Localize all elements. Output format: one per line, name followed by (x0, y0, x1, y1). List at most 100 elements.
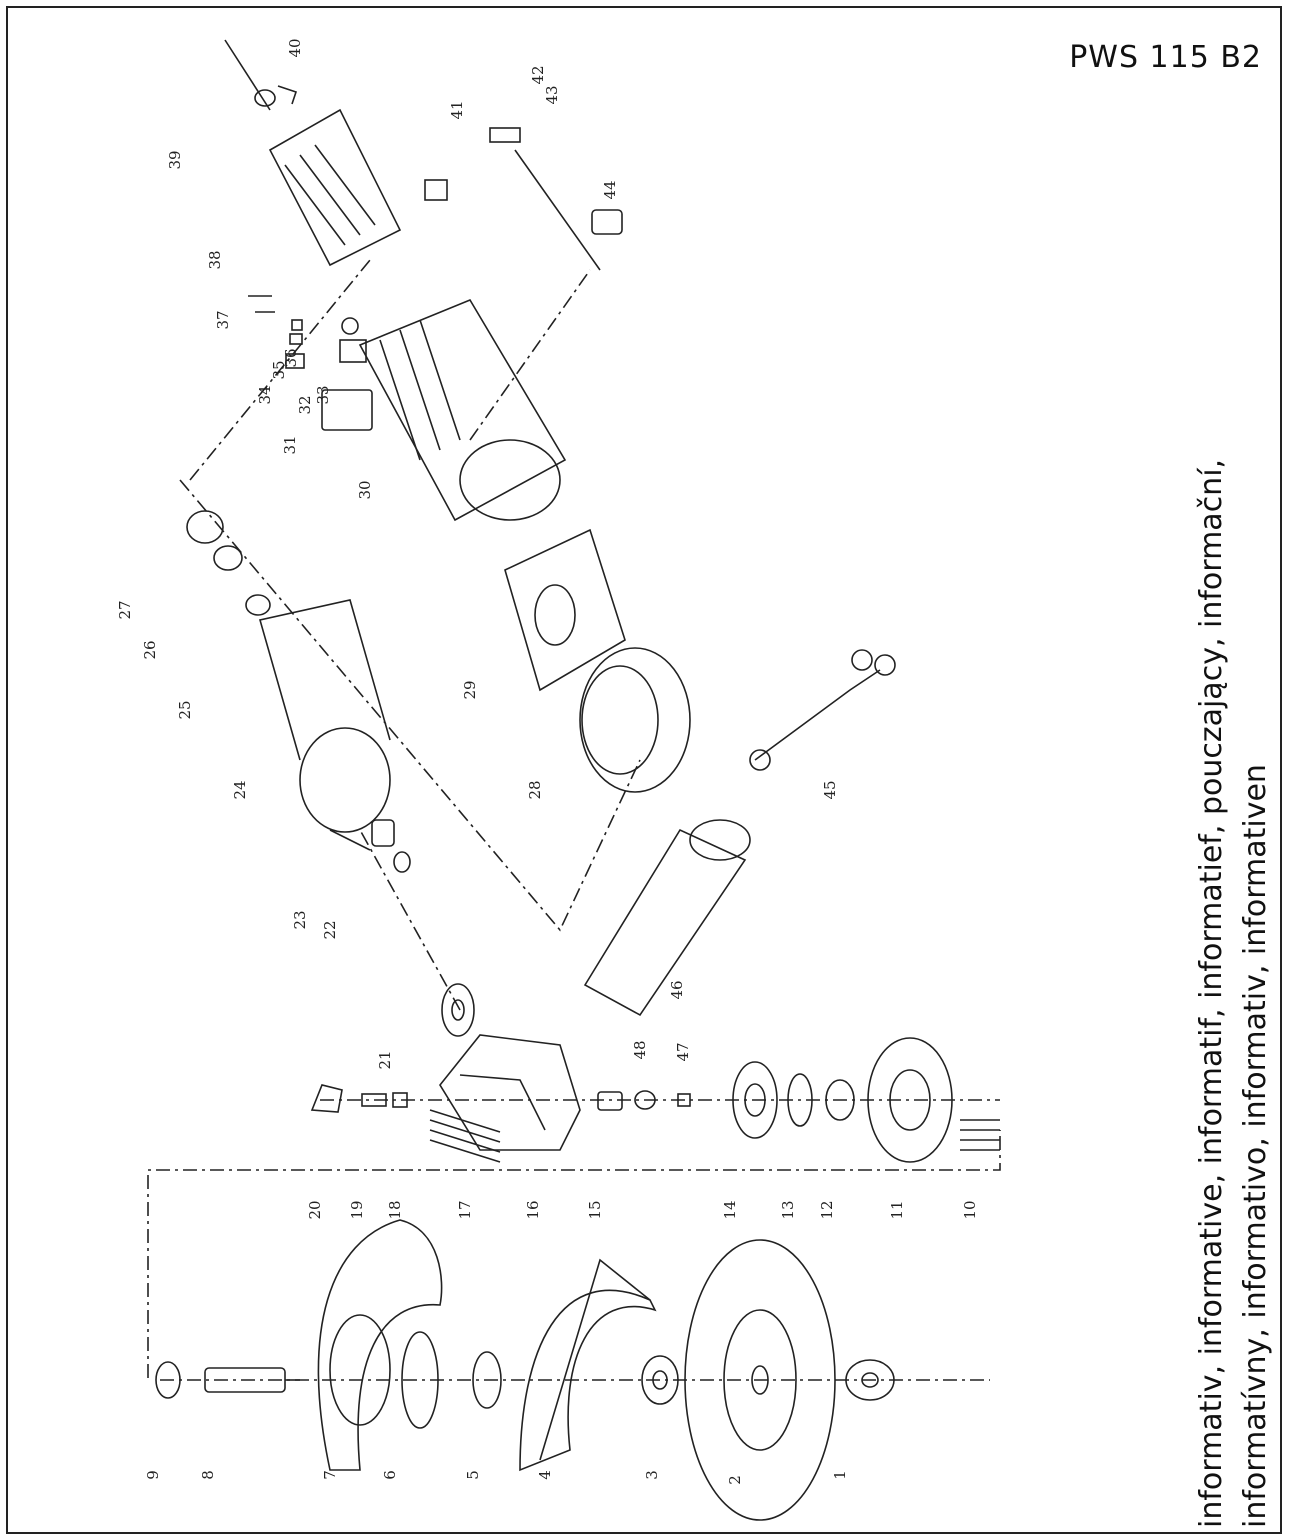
part-13-circlip (787, 1073, 813, 1127)
part-44-switch-button (591, 209, 623, 235)
part-label-23: 23 (291, 910, 309, 929)
part-label-10: 10 (961, 1200, 979, 1219)
part-23-bearing (371, 819, 395, 847)
part-19-lock-pin (361, 1093, 387, 1107)
part-38-rear-housing (268, 108, 402, 267)
part-37-cover-screws (248, 295, 275, 313)
assembly-line-brushes (179, 479, 641, 932)
part-3-inner-flange (641, 1355, 679, 1405)
part-label-24: 24 (231, 780, 249, 799)
part-6-clamp-ring (401, 1331, 439, 1429)
part-label-18: 18 (386, 1200, 404, 1219)
part-label-2: 2 (726, 1475, 744, 1485)
part-label-34: 34 (256, 385, 274, 404)
part-41-capacitor (424, 179, 448, 201)
part-10-screws (960, 1119, 1000, 1151)
part-label-38: 38 (206, 250, 224, 269)
part-label-35: 35 (270, 360, 288, 379)
part-43-lever (514, 149, 601, 271)
part-42-switch-rod (489, 127, 521, 143)
part-label-37: 37 (214, 310, 232, 329)
model-title: PWS 115 B2 (1069, 40, 1262, 75)
part-1-flange-nut (845, 1359, 895, 1401)
part-11-bearing-cover (867, 1037, 953, 1163)
part-24-armature (258, 599, 391, 851)
part-46-auxiliary-handle (583, 828, 747, 1017)
part-9-washer (155, 1361, 181, 1399)
part-48-washer (634, 1090, 656, 1110)
part-label-41: 41 (448, 100, 466, 119)
part-label-16: 16 (524, 1200, 542, 1219)
part-47-key (677, 1093, 691, 1107)
part-40-cable-clamp (277, 85, 298, 105)
part-label-15: 15 (586, 1200, 604, 1219)
part-label-28: 28 (526, 780, 544, 799)
part-label-22: 22 (321, 920, 339, 939)
part-39-power-cable (224, 39, 271, 111)
part-label-27: 27 (116, 600, 134, 619)
part-shapes (147, 39, 1001, 1521)
part-label-40: 40 (286, 38, 304, 57)
part-12-bearing (825, 1079, 855, 1121)
part-45-pin-spanner (749, 649, 896, 771)
part-label-4: 4 (536, 1470, 554, 1480)
part-label-32: 32 (296, 395, 314, 414)
part-16-gear-housing (439, 1034, 581, 1151)
part-33-cable-clip (341, 317, 359, 335)
part-label-3: 3 (643, 1470, 661, 1480)
part-32-terminal (339, 339, 367, 363)
part-label-1: 1 (831, 1470, 849, 1480)
assembly-line-cap (189, 259, 371, 481)
part-label-47: 47 (674, 1042, 692, 1061)
part-label-12: 12 (818, 1200, 836, 1219)
part-label-42: 42 (529, 65, 547, 84)
part-label-9: 9 (144, 1470, 162, 1480)
part-34-brush-holder (285, 353, 305, 369)
part-label-13: 13 (779, 1200, 797, 1219)
part-14-bevel-gear (732, 1061, 778, 1139)
assembly-line-armature (359, 829, 461, 1011)
part-18-lock-spring (392, 1092, 408, 1108)
part-28-air-baffle (579, 647, 691, 793)
part-label-25: 25 (176, 700, 194, 719)
part-label-5: 5 (464, 1470, 482, 1480)
part-label-26: 26 (141, 640, 159, 659)
part-labels: 1234567891011121314151617181920212223242… (116, 38, 979, 1484)
part-label-36: 36 (282, 348, 300, 367)
part-15-bushing (597, 1091, 623, 1111)
part-7-wheel-guard (317, 1219, 443, 1471)
part-label-39: 39 (166, 150, 184, 169)
part-label-7: 7 (321, 1470, 339, 1480)
part-31-switch (321, 389, 373, 431)
part-label-30: 30 (356, 480, 374, 499)
part-25-washer (245, 594, 271, 616)
part-label-21: 21 (376, 1050, 394, 1069)
part-label-17: 17 (456, 1200, 474, 1219)
assembly-line-left (147, 1130, 1001, 1378)
part-label-45: 45 (821, 780, 839, 799)
part-label-29: 29 (461, 680, 479, 699)
part-label-43: 43 (543, 85, 561, 104)
part-20-lock-button (310, 1084, 343, 1113)
part-26-bearing (213, 545, 243, 571)
part-label-48: 48 (631, 1040, 649, 1059)
part-label-8: 8 (199, 1470, 217, 1480)
part-label-20: 20 (306, 1200, 324, 1219)
part-29-stator (504, 528, 626, 692)
part-label-14: 14 (721, 1200, 739, 1219)
part-label-44: 44 (601, 180, 619, 199)
part-36-brush-spring (291, 319, 303, 331)
assembly-line-switch (469, 269, 591, 441)
part-label-19: 19 (348, 1200, 366, 1219)
part-label-31: 31 (281, 435, 299, 454)
part-label-46: 46 (668, 980, 686, 999)
part-30-motor-housing (358, 298, 567, 522)
part-label-6: 6 (381, 1470, 399, 1480)
part-22-pinion (393, 851, 411, 873)
diagram-frame (6, 6, 1282, 1534)
part-27-bearing-cap (186, 510, 224, 544)
part-17-housing-screws (429, 1109, 501, 1163)
part-label-33: 33 (314, 385, 332, 404)
part-5-retaining-ring (472, 1351, 502, 1409)
